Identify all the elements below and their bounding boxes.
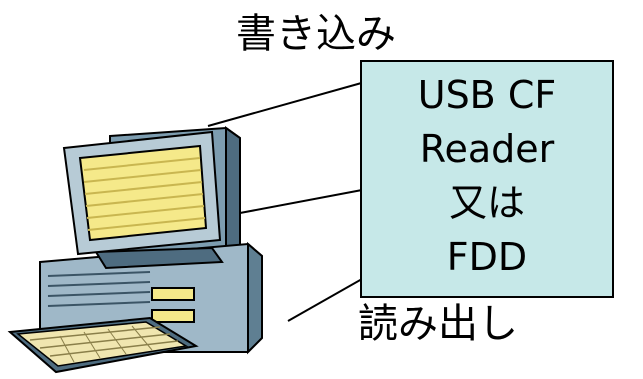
device-line-2: Reader — [419, 127, 555, 171]
device-line-1: USB CF — [417, 73, 557, 117]
desktop-computer-icon — [39, 126, 263, 355]
read-label: 読み出し — [358, 301, 518, 347]
device-line-3: 又は — [448, 181, 525, 225]
write-label: 書き込み — [236, 11, 396, 57]
device-box — [360, 60, 614, 298]
keyboard-icon — [7, 316, 199, 374]
middle-connector-line — [239, 189, 363, 214]
device-line-4: FDD — [446, 235, 528, 279]
write-connector-line — [207, 81, 366, 127]
device-box-text: USB CF Reader 又は FDD — [360, 68, 614, 284]
